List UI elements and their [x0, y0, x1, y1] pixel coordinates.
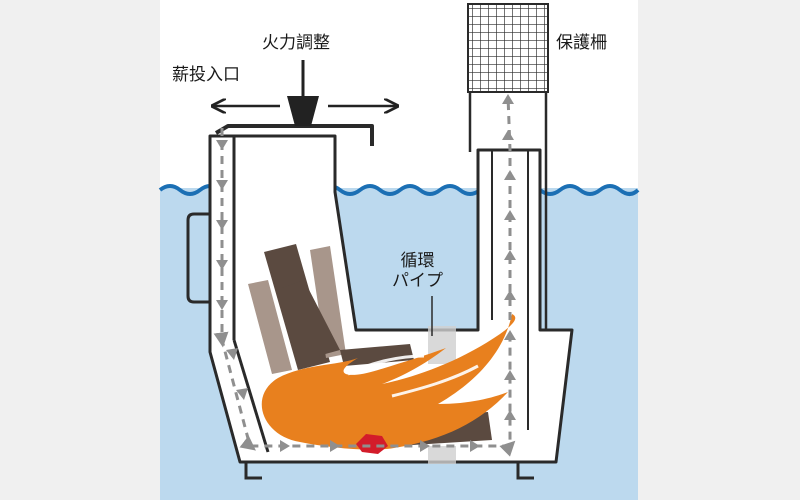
knob-icon: [287, 96, 319, 126]
circulation-pipe-bottom: [428, 446, 456, 464]
fire-adjust-label: 火力調整: [262, 33, 330, 53]
circulation-pipe-label: 循環 パイプ: [392, 251, 443, 291]
foot-right: [516, 462, 534, 480]
circulation-pipe-label-line2: パイプ: [392, 270, 443, 291]
flow-arrowheads: [216, 94, 516, 452]
guard-label: 保護柵: [556, 33, 607, 53]
circulation-pipe-label-line1: 循環: [400, 251, 435, 271]
side-handle: [186, 212, 212, 304]
feed-inlet-label: 薪投入口: [172, 65, 240, 85]
foot-left: [244, 462, 262, 480]
grid-guard-icon: [467, 3, 549, 93]
